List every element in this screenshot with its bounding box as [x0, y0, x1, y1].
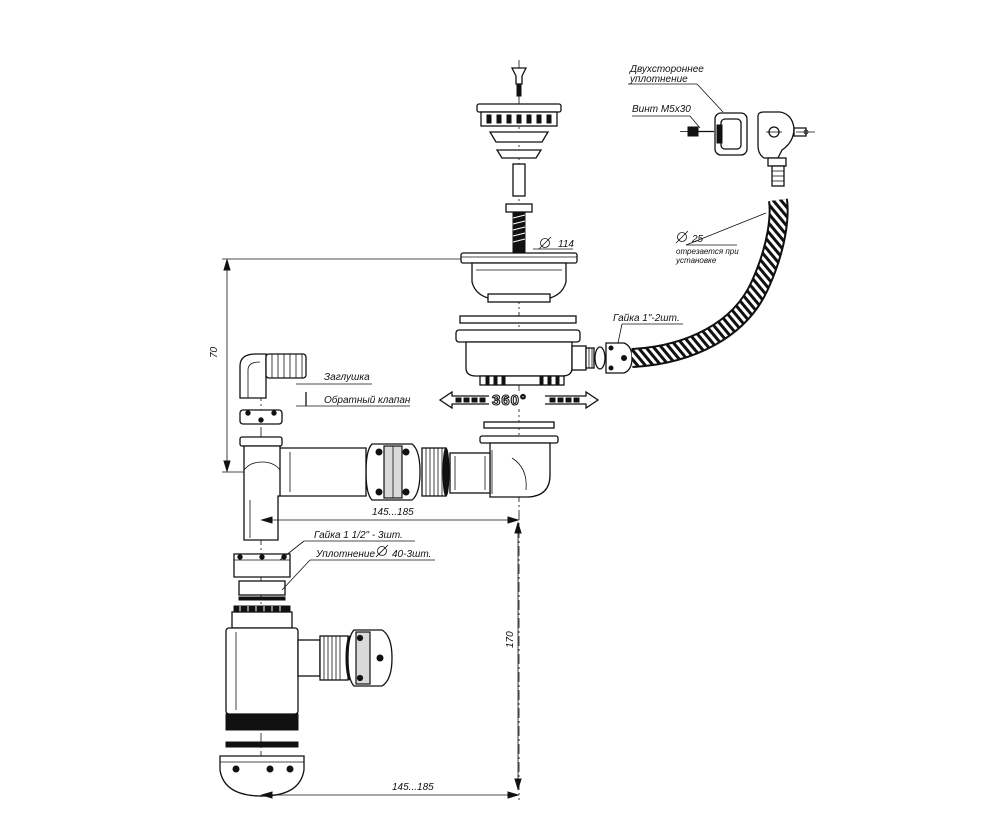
- t-piece: [239, 436, 283, 541]
- plug-elbow: [239, 353, 307, 399]
- label-seal-40: Уплотнение: [315, 549, 375, 560]
- dim-width-upper-line: [260, 516, 520, 524]
- pipe-nut-lower: [347, 629, 393, 687]
- label-double-seal-line1: Двухстороннее: [629, 64, 704, 75]
- trap-bottom-cap: [219, 755, 305, 797]
- label-screw: Винт М5х30: [632, 104, 691, 115]
- diameter-icon: [538, 236, 552, 250]
- label-plug: Заглушка: [324, 372, 370, 383]
- strainer-bowl: [460, 252, 578, 303]
- overflow-seal: [714, 112, 748, 156]
- strainer-disc: [488, 131, 550, 143]
- strainer-washer: [495, 149, 543, 159]
- label-hose-note-line1: отрезается при: [676, 247, 739, 256]
- sink-gasket: [455, 315, 581, 343]
- overflow-hose: [631, 198, 789, 368]
- overflow-housing: [465, 341, 595, 386]
- nut-1-5in: [233, 553, 291, 578]
- diameter-icon: [375, 544, 389, 558]
- screw-m5: [680, 126, 714, 137]
- pipe-nut-upper: [365, 443, 421, 501]
- dim-width-lower: 145...185: [392, 782, 434, 793]
- horizontal-pipe: [421, 447, 491, 497]
- dim-width-lower-line: [260, 791, 520, 799]
- drain-pipe: [277, 447, 367, 497]
- label-hose-diameter: 25: [691, 234, 704, 245]
- label-strainer-diameter: 114: [558, 239, 574, 250]
- label-nut-1in: Гайка 1"-2шт.: [613, 313, 680, 324]
- seal-40: [238, 580, 286, 601]
- dim-70: [222, 258, 461, 473]
- strainer-pin: [512, 163, 526, 197]
- double-arrow-icon: [438, 390, 600, 410]
- label-seal-40-value: 40-3шт.: [392, 549, 431, 560]
- dim-height-170: 170: [505, 631, 516, 648]
- label-double-seal-line2: уплотнение: [629, 74, 688, 85]
- label-check-valve: Обратный клапан: [324, 394, 411, 406]
- label-nut-1-5in: Гайка 1 1/2" - 3шт.: [314, 530, 403, 541]
- dim-width-upper: 145...185: [372, 507, 414, 518]
- check-valve: [239, 409, 283, 425]
- outlet-washer: [479, 421, 559, 444]
- dim-height-70: 70: [209, 346, 220, 358]
- overflow-nut: [594, 342, 633, 374]
- outlet-elbow: [489, 442, 551, 498]
- bottle-trap: [225, 605, 355, 748]
- diameter-icon: [675, 230, 689, 244]
- overflow-grate: [757, 111, 815, 187]
- strainer-knob: [510, 67, 528, 97]
- strainer-basket: [476, 103, 562, 127]
- dim-170: [514, 521, 522, 791]
- strainer-bolt: [505, 203, 533, 253]
- label-rotation: 360°: [492, 392, 527, 409]
- label-hose-note-line2: установке: [675, 256, 717, 265]
